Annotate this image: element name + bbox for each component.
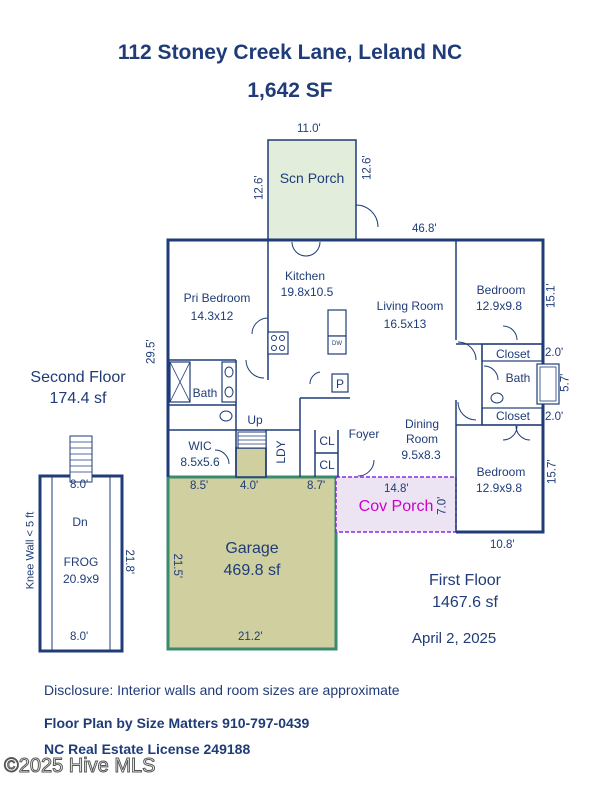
pri-bedroom-size: 14.3x12 [190,309,234,323]
dim-bed2-right: 15.7' [546,459,559,485]
dim-cov-porch-w: 14.8' [384,483,409,495]
dim-cov-porch-h: 7.0' [436,496,449,515]
house-stairs [237,431,267,449]
stove [267,331,289,355]
bedroom1-size: 12.9x9.8 [475,299,523,313]
plan-address: 112 Stoney Creek Lane, Leland NC [117,41,463,64]
frog-label: FROG [63,555,99,569]
second-floor-sf: 174.4 sf [49,390,107,407]
first-floor-title: First Floor [429,572,501,589]
closet1-label: Closet [495,347,530,361]
credit-text: Floor Plan by Size Matters 910-797-0439 [44,715,310,731]
right-tub [536,363,560,405]
wic-label: WIC [188,439,212,453]
house-outer-wall [166,238,545,534]
pantry-label: P [335,377,344,391]
bedroom1-label: Bedroom [476,283,526,297]
cl1-label: CL [319,434,335,448]
dining-size: 9.5x8.3 [401,448,441,462]
porch-door-swing [355,204,379,228]
mls-watermark: ©2025 Hive MLS [3,755,156,777]
garage-label: Garage [225,540,279,557]
dishwasher [327,335,347,355]
scn-porch-label: Scn Porch [279,170,345,186]
knee-wall-note: Knee Wall < 5 ft [24,511,37,590]
closet2-label: Closet [495,409,530,423]
scn-porch-area [267,139,357,241]
dn-label: Dn [72,515,88,529]
wic-size: 8.5x5.6 [180,455,220,469]
dim-garage-top-a: 8.5' [190,480,209,492]
living-room-size: 16.5x13 [383,317,427,331]
dim-garage-bottom: 21.2' [238,631,263,643]
plan-date: April 2, 2025 [412,630,497,647]
dim-bed1-right: 15.1' [545,283,558,309]
cov-porch-label: Cov Porch [358,498,434,515]
bath-right-label: Bath [505,371,531,385]
dim-garage-left: 21.5' [171,553,184,579]
garage-step [235,447,267,478]
bedroom2-label: Bedroom [476,465,526,479]
dim-porch-top: 11.0' [297,123,321,135]
dim-frog-bottom: 8.0' [70,631,89,643]
dining-label-line2: Room [405,432,438,446]
frog-stairs [69,435,93,483]
dim-closet1-w: 2.0' [545,347,564,359]
up-label: Up [247,413,263,427]
dim-porch-left: 12.6' [253,175,266,201]
frog-size: 20.9x9 [62,572,100,586]
dim-frog-top: 8.0' [70,479,89,491]
foyer-label: Foyer [348,427,380,441]
dim-porch-right: 12.6' [361,155,374,181]
plan-total-sf: 1,642 SF [247,79,333,102]
dim-house-top: 46.8' [412,223,437,235]
disclosure-text: Disclosure: Interior walls and room size… [44,682,400,698]
dim-bath-right-h: 5.7' [559,373,572,392]
living-room-label: Living Room [376,299,444,313]
ldy-label: LDY [274,440,288,464]
license-text: NC Real Estate License 249188 [44,741,251,757]
dim-house-left: 29.5' [145,339,158,365]
bath-left-label: Bath [192,386,218,400]
dim-garage-top-c: 8.7' [307,480,326,492]
closet-lower [481,407,543,426]
closet-upper [481,343,543,362]
first-floor-sf: 1467.6 sf [432,594,498,611]
pri-bedroom-label: Pri Bedroom [183,291,251,305]
kitchen-size: 19.8x10.5 [280,285,334,299]
dim-frog-right: 21.8' [123,549,136,575]
dishwasher-label: DW [332,341,342,347]
garage-sf: 469.8 sf [223,562,281,579]
dim-garage-top-b: 4.0' [240,480,259,492]
dim-closet2-w: 2.0' [545,411,564,423]
left-vanity [221,361,237,403]
pantry-box [331,373,349,393]
dim-bottom-right: 10.8' [490,539,515,551]
cl2-label: CL [319,458,335,472]
bedroom2-size: 12.9x9.8 [475,481,523,495]
dining-label-line1: Dining [404,417,440,431]
kitchen-sink [327,309,347,337]
second-floor-title: Second Floor [30,369,126,386]
kitchen-label: Kitchen [284,269,326,283]
